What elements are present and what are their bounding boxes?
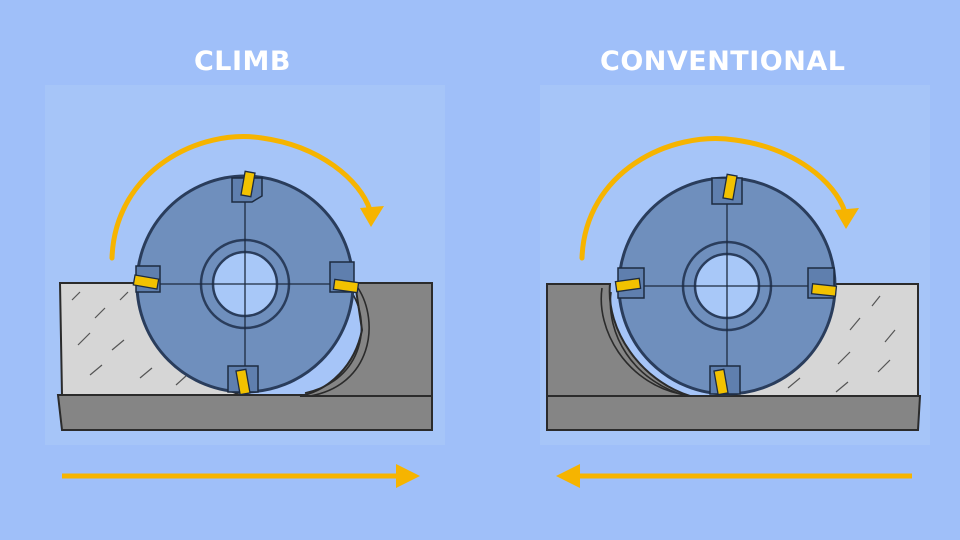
- conventional-workpiece-base: [546, 395, 922, 431]
- curved-arrow-icon: [109, 134, 373, 261]
- climb-insert-left: [132, 265, 161, 293]
- climb-groove-line-1: [304, 289, 363, 394]
- conventional-groove-line-1: [600, 287, 681, 395]
- climb-insert-top: [231, 170, 263, 203]
- conventional-title: CONVENTIONAL: [600, 46, 846, 77]
- curved-arrow-icon: [579, 136, 848, 261]
- climb-insert-bottom: [227, 365, 259, 396]
- conventional-insert-right: [807, 267, 838, 299]
- climb-chip-strokes: [71, 291, 187, 386]
- conventional-chip-strokes: [787, 295, 896, 393]
- climb-groove-line-2: [309, 287, 370, 397]
- curved-arrow-head-icon: [360, 206, 384, 227]
- climb-workpiece-base: [56, 394, 433, 431]
- climb-title: CLIMB: [193, 46, 291, 77]
- conventional-insert-bottom: [709, 365, 741, 396]
- conventional-groove-line-2: [609, 291, 687, 397]
- conventional-panel: [540, 85, 930, 488]
- climb-insert-right: [329, 261, 360, 294]
- conventional-insert-top: [711, 173, 743, 205]
- arrow-right-head-icon: [396, 464, 420, 488]
- arrow-left-head-icon: [556, 464, 580, 488]
- conventional-insert-left: [614, 267, 645, 299]
- curved-arrow-head-icon: [835, 208, 859, 229]
- climb-panel: [45, 85, 445, 488]
